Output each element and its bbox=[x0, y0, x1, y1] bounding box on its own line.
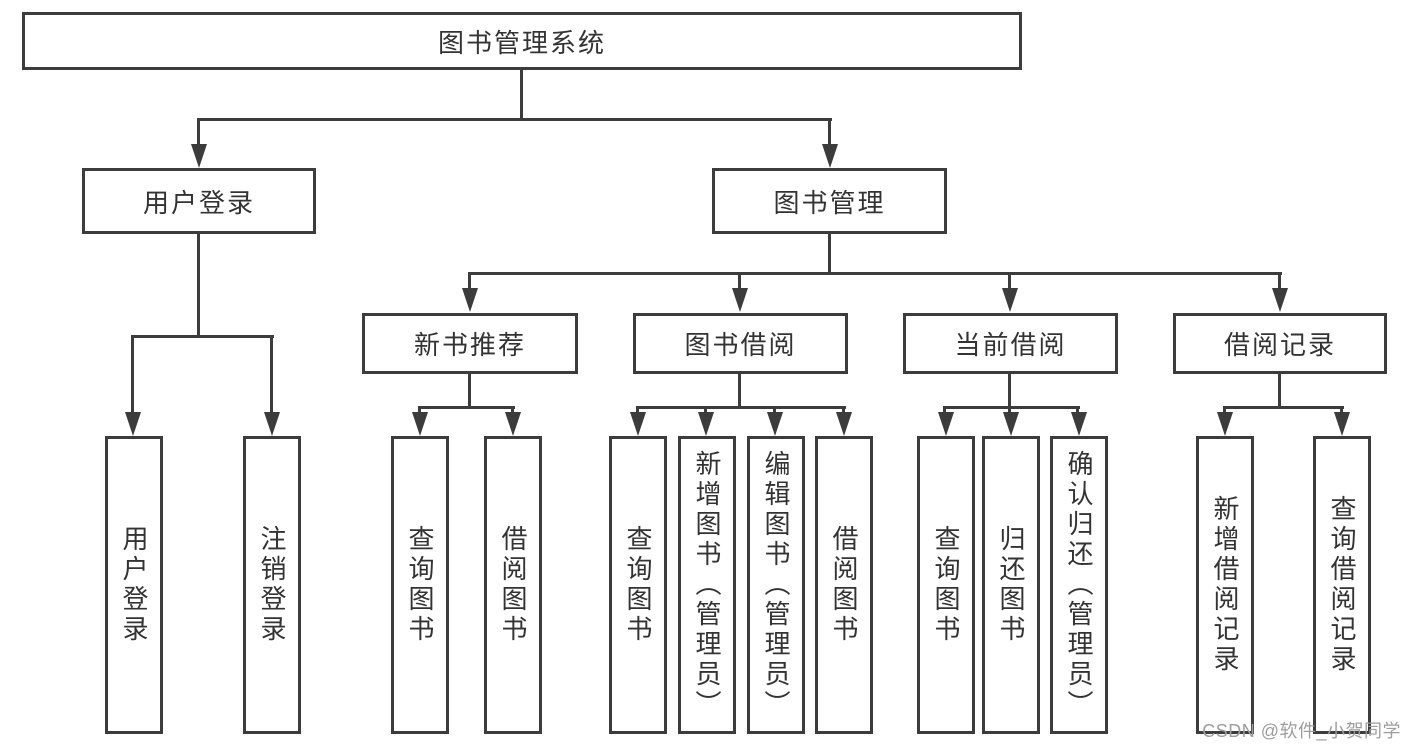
leaf-user-login: 用户登录 bbox=[105, 436, 163, 734]
node-label: 查询图书 bbox=[623, 525, 653, 645]
arrow-down-icon bbox=[1272, 288, 1288, 312]
arrow-down-icon bbox=[462, 288, 478, 312]
connector-line bbox=[1223, 406, 1344, 409]
connector-line bbox=[270, 335, 273, 417]
connector-line bbox=[1223, 406, 1226, 416]
connector-line bbox=[828, 233, 831, 275]
connector-line bbox=[1278, 373, 1281, 409]
leaf-borrow-books-borrowing: 借阅图书 bbox=[815, 436, 873, 734]
connector-line bbox=[1340, 406, 1343, 416]
connector-line bbox=[842, 406, 845, 416]
node-label: 用户登录 bbox=[119, 525, 149, 645]
node-root: 图书管理系统 bbox=[22, 12, 1022, 70]
connector-line bbox=[197, 118, 200, 148]
arrow-down-icon bbox=[1217, 412, 1233, 436]
arrow-down-icon bbox=[732, 288, 748, 312]
connector-line bbox=[738, 373, 741, 409]
node-label: 新增借阅记录 bbox=[1210, 495, 1240, 675]
connector-line bbox=[1278, 272, 1281, 292]
node-label: 图书管理 bbox=[773, 187, 886, 218]
arrow-down-icon bbox=[505, 412, 521, 436]
connector-line bbox=[131, 335, 134, 417]
connector-line bbox=[1008, 373, 1011, 409]
leaf-return-books: 归还图书 bbox=[982, 436, 1040, 734]
connector-line bbox=[468, 373, 471, 409]
arrow-down-icon bbox=[125, 412, 141, 436]
connector-line bbox=[468, 272, 471, 292]
connector-line bbox=[197, 233, 200, 337]
arrow-down-icon bbox=[1003, 412, 1019, 436]
node-label: 借阅图书 bbox=[829, 525, 859, 645]
node-user-login: 用户登录 bbox=[82, 168, 316, 234]
connector-line bbox=[520, 69, 523, 121]
leaf-add-borrow-record: 新增借阅记录 bbox=[1196, 436, 1254, 734]
arrow-down-icon bbox=[1002, 288, 1018, 312]
connector-line bbox=[828, 118, 831, 148]
node-label: 用户登录 bbox=[142, 187, 255, 218]
leaf-add-books-admin: 新增图书（管理员） bbox=[678, 436, 736, 734]
arrow-down-icon bbox=[191, 144, 207, 168]
node-label: 归还图书 bbox=[996, 525, 1026, 645]
arrow-down-icon bbox=[412, 412, 428, 436]
connector-line bbox=[943, 406, 1080, 409]
leaf-query-books-borrowing: 查询图书 bbox=[609, 436, 667, 734]
leaf-logout: 注销登录 bbox=[243, 436, 301, 734]
connector-line bbox=[1008, 406, 1011, 416]
node-book-borrowing: 图书借阅 bbox=[633, 313, 848, 374]
connector-line bbox=[636, 406, 846, 409]
watermark: CSDN @软件_小贺同学 bbox=[1202, 721, 1401, 741]
leaf-edit-books-admin: 编辑图书（管理员） bbox=[747, 436, 805, 734]
node-label: 当前借阅 bbox=[954, 330, 1067, 360]
connector-line bbox=[738, 272, 741, 292]
arrow-down-icon bbox=[264, 412, 280, 436]
connector-line bbox=[773, 406, 776, 416]
node-borrowing-records: 借阅记录 bbox=[1173, 313, 1387, 374]
arrow-down-icon bbox=[938, 412, 954, 436]
arrow-down-icon bbox=[1071, 412, 1087, 436]
node-label: 注销登录 bbox=[257, 525, 287, 645]
connector-line bbox=[418, 406, 515, 409]
connector-line bbox=[511, 406, 514, 416]
arrow-down-icon bbox=[1334, 412, 1350, 436]
connector-line bbox=[1008, 272, 1011, 292]
node-label: 图书借阅 bbox=[684, 330, 797, 360]
leaf-query-borrow-record: 查询借阅记录 bbox=[1313, 436, 1371, 734]
node-current-borrowing: 当前借阅 bbox=[903, 313, 1118, 374]
node-label: 图书管理系统 bbox=[437, 27, 606, 58]
node-label: 确认归还（管理员） bbox=[1064, 450, 1094, 720]
node-label: 编辑图书（管理员） bbox=[761, 450, 791, 720]
connector-line bbox=[418, 406, 421, 416]
connector-line bbox=[197, 118, 832, 121]
arrow-down-icon bbox=[836, 412, 852, 436]
node-label: 查询图书 bbox=[405, 525, 435, 645]
leaf-query-books-recommend: 查询图书 bbox=[391, 436, 449, 734]
connector-line bbox=[1076, 406, 1079, 416]
arrow-down-icon bbox=[698, 412, 714, 436]
arrow-down-icon bbox=[767, 412, 783, 436]
connector-line bbox=[636, 406, 639, 416]
node-label: 查询图书 bbox=[931, 525, 961, 645]
leaf-confirm-return-admin: 确认归还（管理员） bbox=[1050, 436, 1108, 734]
connector-line bbox=[704, 406, 707, 416]
arrow-down-icon bbox=[630, 412, 646, 436]
leaf-borrow-books-recommend: 借阅图书 bbox=[484, 436, 542, 734]
node-label: 查询借阅记录 bbox=[1327, 495, 1357, 675]
connector-line bbox=[131, 335, 274, 338]
node-label: 借阅记录 bbox=[1223, 330, 1336, 360]
node-label: 新书推荐 bbox=[413, 330, 526, 360]
node-label: 新增图书（管理员） bbox=[692, 450, 722, 720]
node-new-book-recommend: 新书推荐 bbox=[362, 313, 578, 374]
connector-line bbox=[468, 272, 1282, 275]
arrow-down-icon bbox=[822, 144, 838, 168]
node-book-management: 图书管理 bbox=[712, 168, 947, 234]
connector-line bbox=[943, 406, 946, 416]
leaf-query-books-current: 查询图书 bbox=[917, 436, 975, 734]
node-label: 借阅图书 bbox=[498, 525, 528, 645]
